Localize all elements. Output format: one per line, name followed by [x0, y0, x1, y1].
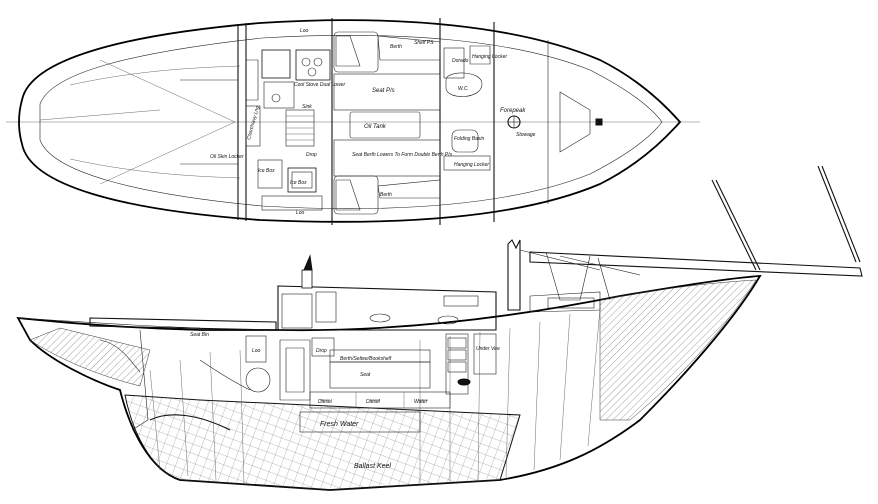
label-berth-top: Berth: [390, 44, 402, 50]
label-stowage: Stowage: [516, 132, 536, 138]
label-seat: Seat: [360, 372, 371, 378]
label-ice-box: Ice Box: [258, 168, 275, 174]
label-tank-1: Diesel: [318, 399, 333, 405]
label-tank-2: Diesel: [366, 399, 381, 405]
label-hanging-locker-top: Hanging Locker: [472, 54, 507, 60]
plan-hull-outline: [18, 19, 682, 223]
label-tank-3: Water: [414, 399, 428, 405]
label-stove: Cool Stove Dual Lower: [294, 82, 345, 88]
label-loo-bottom: Loo: [296, 210, 305, 216]
label-under-vee: Under Vee: [476, 346, 500, 352]
label-chart-table: Chart/Navy Lng: [246, 105, 261, 140]
plan-view: Loo Berth Shelf PS Dorado Hanging Locker…: [6, 18, 700, 225]
label-berth-bottom: Berth: [380, 192, 392, 198]
label-oil-skin-locker: Oil Skin Locker: [210, 154, 244, 160]
label-fresh-water: Fresh Water: [320, 421, 359, 428]
label-ice-box-2: Ice Box: [290, 180, 307, 186]
label-hanging-locker-bottom: Hanging Locker: [454, 162, 489, 168]
label-oil-tank: Oil Tank: [364, 124, 387, 130]
label-shelf-top: Shelf PS: [414, 40, 434, 46]
label-forepeak: Forepeak: [500, 108, 526, 114]
label-wc: W.C.: [458, 86, 469, 92]
label-berth-settee: Berth/Settee/Bookshelf: [340, 356, 392, 362]
label-loo-top: Loo: [300, 28, 309, 34]
label-sink: Sink: [302, 104, 312, 110]
label-seat-ps: Seat P/s: [372, 88, 395, 94]
label-seat-berth-note: Seat Berth Lowers To Form Double Berth P…: [352, 152, 453, 158]
label-drop: Drop: [306, 152, 317, 158]
ballast-keel: [124, 394, 521, 491]
label-dorado: Dorado: [452, 58, 469, 64]
label-loo: Loo: [252, 348, 261, 354]
label-drop-profile: Drop: [316, 348, 327, 354]
profile-view: Seat Bin Loo Drop Berth/Settee/Bookshelf…: [16, 165, 863, 491]
plan-deck-line: [39, 35, 663, 209]
label-ballast-keel: Ballast Keel: [354, 463, 391, 470]
label-seat-bin: Seat Bin: [190, 332, 209, 338]
label-folding-basin: Folding Basin: [454, 136, 485, 142]
